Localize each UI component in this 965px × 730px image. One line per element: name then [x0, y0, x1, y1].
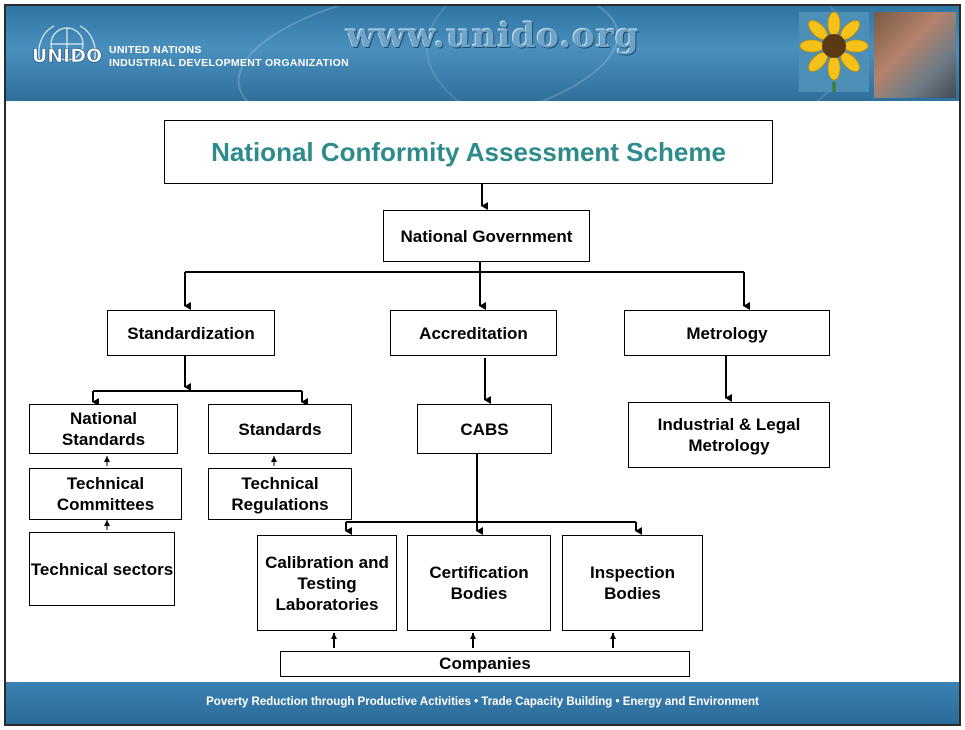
node-standards: Standards	[208, 404, 352, 454]
node-title: National Conformity Assessment Scheme	[164, 120, 773, 184]
node-certification-bodies: Certification Bodies	[407, 535, 551, 631]
org-line-2: INDUSTRIAL DEVELOPMENT ORGANIZATION	[109, 57, 349, 69]
org-line-1: UNITED NATIONS	[109, 44, 202, 56]
website-url: www.unido.org	[346, 16, 640, 56]
node-cabs: CABS	[417, 404, 552, 454]
node-national-standards: National Standards	[29, 404, 178, 454]
organization-name: UNITED NATIONS INDUSTRIAL DEVELOPMENT OR…	[109, 44, 349, 70]
diagram-connectors	[92, 184, 750, 648]
node-technical-sectors: Technical sectors	[29, 532, 175, 606]
node-standardization: Standardization	[107, 310, 275, 356]
industry-worker-image	[874, 12, 956, 98]
node-metrology: Metrology	[624, 310, 830, 356]
node-industrial-legal-metrology: Industrial & Legal Metrology	[628, 402, 830, 468]
logo-wordmark: UNIDO	[32, 45, 102, 67]
node-calibration-testing-labs: Calibration and Testing Laboratories	[257, 535, 397, 631]
footer-banner: Poverty Reduction through Productive Act…	[6, 682, 959, 724]
node-national-government: National Government	[383, 210, 590, 262]
node-accreditation: Accreditation	[390, 310, 557, 356]
slide: UNIDO UNITED NATIONS INDUSTRIAL DEVELOPM…	[4, 4, 961, 726]
sunflower-image	[799, 12, 869, 92]
node-technical-regulations: Technical Regulations	[208, 468, 352, 520]
footer-tagline: Poverty Reduction through Productive Act…	[206, 696, 759, 708]
node-inspection-bodies: Inspection Bodies	[562, 535, 703, 631]
unido-logo: UNIDO	[32, 25, 102, 67]
node-technical-committees: Technical Committees	[29, 468, 182, 520]
node-companies: Companies	[280, 651, 690, 677]
header-banner: UNIDO UNITED NATIONS INDUSTRIAL DEVELOPM…	[6, 6, 959, 101]
